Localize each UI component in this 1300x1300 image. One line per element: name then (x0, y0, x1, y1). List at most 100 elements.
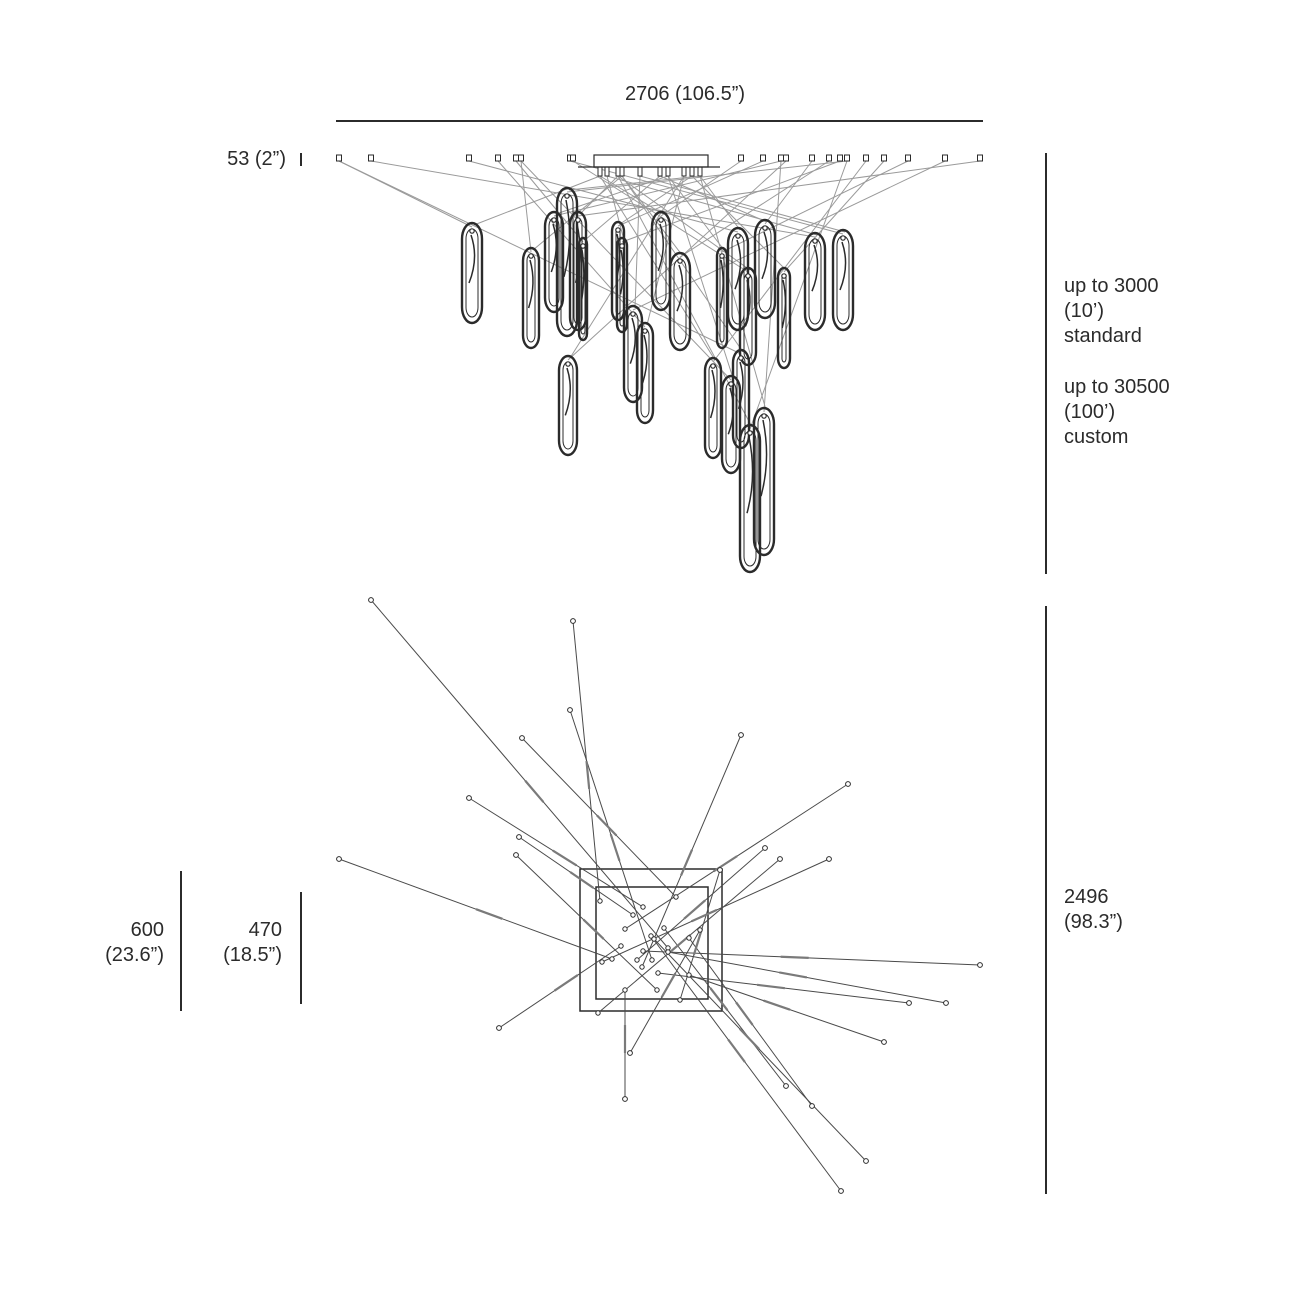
glass-loop (460, 221, 484, 325)
canopy-connection-point (599, 959, 605, 965)
suspension-cable (621, 175, 683, 256)
drop-height-custom-value: up to 30500 (1064, 376, 1170, 398)
glass-loop-fold (564, 367, 571, 416)
glass-loop (543, 210, 565, 314)
canopy-connection-point (640, 948, 646, 954)
plan-anchor-point (567, 707, 573, 713)
canopy-connection-point (677, 997, 683, 1003)
plan-pendant (475, 908, 503, 920)
ceiling-anchor (760, 154, 766, 162)
plan-anchor-point (627, 1050, 633, 1056)
plan-pendant (680, 849, 694, 876)
suspension-cable (691, 175, 787, 271)
glass-loop (622, 304, 644, 404)
glass-loop-fold (781, 279, 787, 329)
loop-hook (677, 258, 683, 264)
glass-loop-fold (746, 436, 754, 514)
plan-anchor-point (977, 962, 983, 968)
ceiling-anchor (942, 154, 948, 162)
glass-loop-fold (641, 334, 648, 384)
canopy-connection-point (665, 949, 671, 955)
plan-pendant (763, 999, 791, 1011)
plan-anchor-point (622, 1096, 628, 1102)
canopy-inner-imperial: (18.5”) (223, 944, 282, 966)
glass-loop (557, 354, 579, 457)
glass-loop-fold (581, 249, 585, 300)
suspension-cable (764, 160, 813, 225)
overall-width-label: 2706 (106.5”) (624, 83, 746, 105)
suspension-cable (468, 160, 739, 233)
plan-pendant (569, 871, 594, 889)
suspension-cable (606, 175, 625, 241)
glass-loop-fold (734, 239, 742, 290)
suspension-cable (606, 175, 818, 236)
canopy-connection-point (640, 904, 646, 910)
canopy-connection-point (630, 912, 636, 918)
ceiling-anchor (783, 154, 789, 162)
drop-height-label: up to 3000 (10’) standard up to 30500 (1… (1064, 274, 1170, 450)
loop-hook (738, 355, 744, 361)
suspension-cable (699, 175, 741, 231)
plan-anchor-point (881, 1039, 887, 1045)
plan-anchor-point (513, 852, 519, 858)
glass-loop (752, 406, 776, 557)
canopy-drop (615, 166, 621, 177)
loop-hook (728, 381, 734, 387)
canopy-drop (681, 166, 687, 177)
glass-loop (668, 251, 692, 352)
glass-loop (738, 423, 762, 574)
plan-anchor-point (943, 1000, 949, 1006)
suspension-cable (667, 175, 734, 379)
plan-anchor-point (826, 856, 832, 862)
loop-hook (528, 253, 534, 259)
plan-anchor-point (863, 1158, 869, 1164)
plan-anchor-point (845, 781, 851, 787)
plan-pendant (709, 987, 729, 1011)
plan-pendant (727, 1038, 746, 1063)
glass-loop (720, 374, 742, 475)
glass-loop-fold (629, 317, 636, 364)
drop-height-custom-imperial: (100’) (1064, 401, 1116, 423)
plan-pendant (690, 908, 718, 923)
loop-hook (812, 238, 818, 244)
canopy-plate (593, 154, 709, 168)
suspension-cable (619, 175, 693, 225)
plan-anchor-point (738, 732, 744, 738)
ceiling-anchor (495, 154, 501, 162)
plan-pendant (780, 955, 809, 959)
suspension-cable (515, 160, 584, 243)
plan-pendant (683, 899, 706, 920)
glass-loop (521, 246, 541, 350)
suspension-cable (621, 175, 744, 353)
plan-cables (338, 599, 981, 1192)
glass-loop (555, 186, 579, 338)
plan-anchor-point (783, 1083, 789, 1089)
drop-height-standard-imperial: (10’) (1064, 300, 1105, 322)
glass-loop-fold (676, 264, 684, 312)
plan-pendant (585, 760, 591, 790)
loop-hook (658, 217, 664, 223)
glass-loop (776, 266, 792, 370)
plan-pendant (756, 983, 785, 990)
plan-cable (370, 599, 669, 949)
ceiling-anchor (977, 154, 983, 162)
plan-pendant (524, 780, 545, 803)
suspension-cable (520, 160, 532, 253)
suspension-cable (568, 175, 701, 191)
ceiling-anchor (881, 154, 887, 162)
plan-cable (338, 858, 613, 960)
canopy-connection-point (654, 987, 660, 993)
plan-anchor-point (838, 1188, 844, 1194)
suspension-cable (599, 175, 664, 215)
glass-loop (577, 236, 589, 342)
glass-loop (831, 228, 855, 332)
loop-hook (615, 227, 621, 233)
loop-hook (735, 233, 741, 239)
canopy-connection-point (686, 972, 692, 978)
plan-pendant (735, 1001, 754, 1026)
plan-anchor-point (496, 1025, 502, 1031)
drop-height-standard-value: up to 3000 (1064, 275, 1159, 297)
loop-hook (619, 243, 625, 249)
glass-loop (650, 210, 672, 312)
